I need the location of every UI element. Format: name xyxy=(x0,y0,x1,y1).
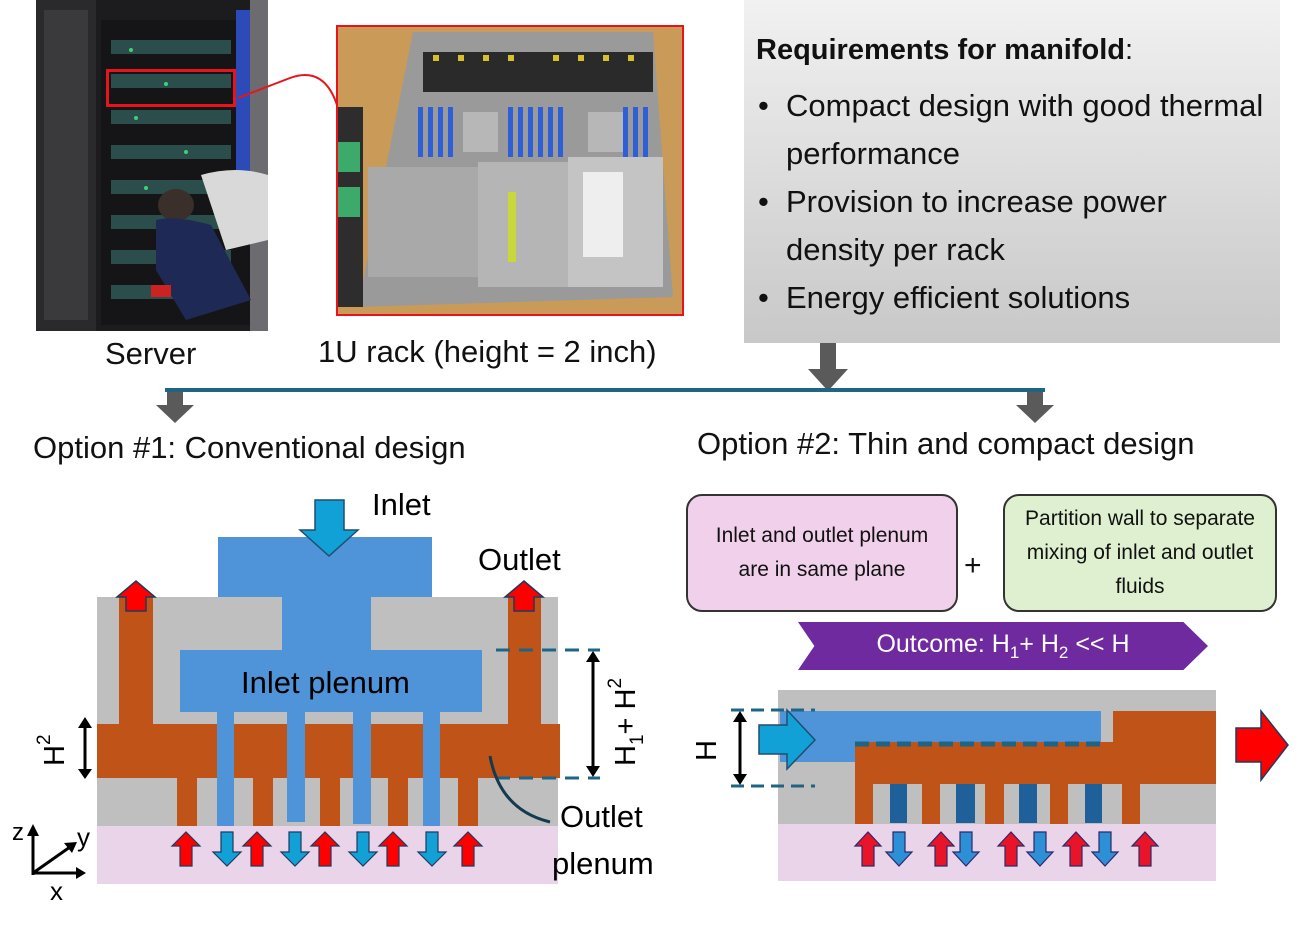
server-rack-illustration xyxy=(36,0,268,331)
flow-down-arrow-icon xyxy=(1090,831,1120,867)
left-arrow-head xyxy=(156,405,194,423)
requirements-title-text: Requirements for manifold xyxy=(756,34,1125,66)
requirements-box: Requirements for manifold: Compact desig… xyxy=(744,0,1280,343)
outlet-plenum-label-line2: plenum xyxy=(552,846,654,881)
option1-diagram: H2 H1+ H2 Inlet Outlet Inlet plenum Outl… xyxy=(12,487,654,906)
flow-up-arrow-icon xyxy=(1130,831,1160,867)
center-arrow-shaft xyxy=(820,343,836,369)
server-caption: Server xyxy=(105,336,197,371)
flow-down-arrow-icon xyxy=(884,831,914,867)
outlet-plenum-label-line1: Outlet xyxy=(560,799,643,834)
option1-title: Option #1: Conventional design xyxy=(33,430,466,465)
axis-x-label: x xyxy=(50,876,63,906)
inlet-plenum-label: Inlet plenum xyxy=(241,665,410,700)
option2-title: Option #2: Thin and compact design xyxy=(697,426,1195,461)
inlet-label: Inlet xyxy=(372,487,431,522)
right-arrow-head xyxy=(1016,405,1054,423)
flow-up-arrow-icon xyxy=(241,831,273,867)
requirement-item: Provision to increase power density per … xyxy=(756,178,1266,274)
inlet-arrow-icon xyxy=(758,708,817,771)
inlet-arrow-icon xyxy=(298,499,360,558)
flow-down-arrow-icon xyxy=(347,831,379,867)
concept-box-partition-wall: Partition wall to separate mixing of inl… xyxy=(1003,494,1277,612)
flow-down-arrow-icon xyxy=(211,831,243,867)
flow-down-arrow-icon xyxy=(1025,831,1055,867)
axis-y-label: y xyxy=(77,822,90,852)
axis-triad-icon xyxy=(27,824,86,879)
flow-down-arrow-icon xyxy=(416,831,448,867)
concept-box-same-plane-text: Inlet and outlet plenum are in same plan… xyxy=(715,524,929,581)
plus-sign: + xyxy=(964,549,982,582)
flow-up-arrow-icon xyxy=(452,831,484,867)
h1-h2-label: H1+ H2 xyxy=(605,678,648,766)
right-arrow-shaft xyxy=(1027,392,1043,406)
outlet-exit xyxy=(1113,711,1216,777)
bottom-flow-arrows xyxy=(170,831,484,867)
flow-up-arrow-icon xyxy=(1061,831,1091,867)
h1-h2-dimension xyxy=(496,648,600,780)
flow-up-arrow-icon xyxy=(996,831,1026,867)
inlet-plenum xyxy=(780,711,1101,743)
flow-up-arrow-icon xyxy=(853,831,883,867)
center-arrow-head xyxy=(808,369,848,391)
inlet-channels xyxy=(217,712,440,826)
zoom-connector-line xyxy=(237,73,339,109)
flow-up-arrow-icon xyxy=(309,831,341,867)
zoom-highlight-box xyxy=(106,69,236,107)
flow-down-arrow-icon xyxy=(951,831,981,867)
rack-1u-photo xyxy=(336,25,684,316)
outlet-arrow-left-icon xyxy=(114,580,158,612)
outlet-channels xyxy=(855,784,1140,824)
outlet-channels xyxy=(177,778,478,826)
outcome-banner: Outcome: H1+ H2 << H xyxy=(798,622,1208,670)
outcome-text: Outcome: H1+ H2 << H xyxy=(876,629,1130,662)
server-rack-photo xyxy=(36,0,268,331)
left-arrow-shaft xyxy=(167,392,183,406)
inlet-plenum xyxy=(180,650,482,712)
requirements-title: Requirements for manifold: xyxy=(756,34,1133,67)
rack-caption: 1U rack (height = 2 inch) xyxy=(318,334,657,369)
outlet-label: Outlet xyxy=(478,542,561,577)
requirements-title-colon: : xyxy=(1125,34,1134,66)
flow-up-arrow-icon xyxy=(926,831,956,867)
outlet-riser-right xyxy=(508,597,541,724)
requirement-item: Compact design with good thermal perform… xyxy=(756,82,1266,178)
outlet-arrow-right-icon xyxy=(502,580,546,612)
h-label: H xyxy=(691,740,723,761)
flow-connector xyxy=(156,343,1054,423)
h-dimension xyxy=(731,708,815,788)
flow-down-arrow-icon xyxy=(279,831,311,867)
concept-box-partition-wall-text: Partition wall to separate mixing of inl… xyxy=(1025,507,1255,598)
concept-box-same-plane: Inlet and outlet plenum are in same plan… xyxy=(686,494,958,612)
branch-line xyxy=(165,388,1045,392)
flow-up-arrow-icon xyxy=(377,831,409,867)
inlet-channels xyxy=(890,784,1102,823)
requirements-list: Compact design with good thermal perform… xyxy=(756,82,1266,322)
h2-label: H2 xyxy=(34,734,71,766)
rack-1u-illustration xyxy=(338,27,682,314)
requirement-item: Energy efficient solutions xyxy=(756,274,1266,322)
axis-z-label: z xyxy=(12,819,24,846)
inlet-neck xyxy=(282,597,371,652)
outlet-riser-left xyxy=(119,597,153,724)
h2-dimension xyxy=(78,717,92,779)
flow-up-arrow-icon xyxy=(170,831,202,867)
outlet-plenum xyxy=(97,724,560,778)
option2-diagram: H xyxy=(691,690,1289,881)
outlet-plenum-leader xyxy=(488,755,551,824)
outlet-arrow-icon xyxy=(1235,708,1289,783)
bottom-flow-arrows xyxy=(853,831,1160,867)
